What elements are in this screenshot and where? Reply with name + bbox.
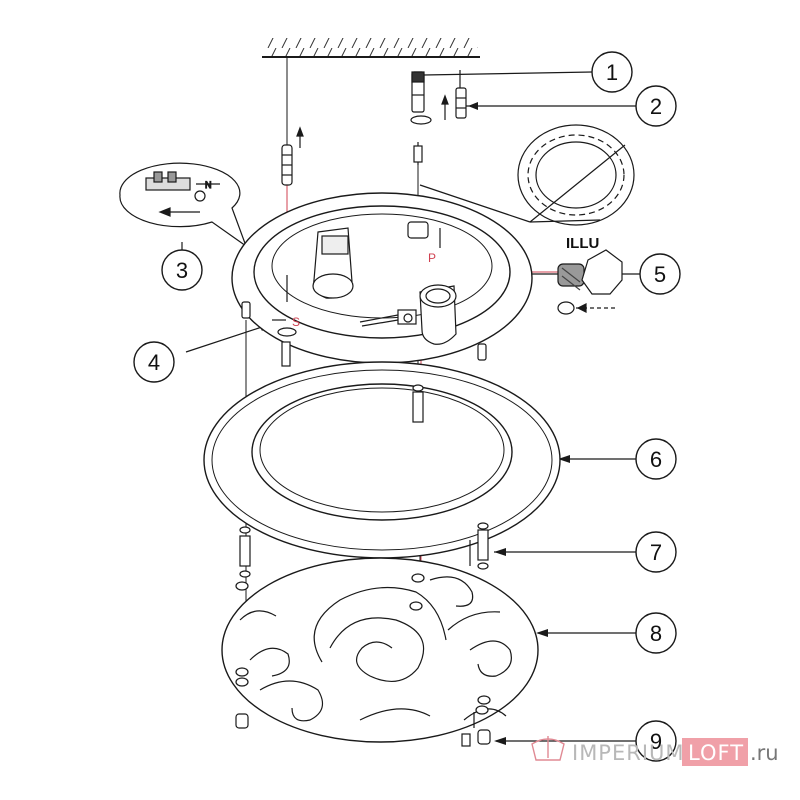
callout-5: 5 [639, 253, 681, 295]
callout-3-number: 3 [176, 258, 188, 283]
callout-5-number: 5 [654, 262, 666, 287]
ceiling-anchor-1 [410, 71, 432, 165]
glass-fittings [235, 573, 491, 715]
lamp-holder-right [407, 221, 457, 345]
watermark-crown-icon [531, 736, 565, 761]
connector-inset-bubble: N [119, 162, 248, 248]
small-bulb-part [557, 301, 618, 315]
callout-4: 4 [133, 341, 175, 383]
illu-label: ILLU [566, 235, 599, 252]
glass-swirl-pattern [239, 576, 512, 722]
diffuser-ring [203, 361, 561, 559]
ceiling [262, 38, 480, 58]
watermark-loft-box [682, 738, 748, 766]
base-plate-screws [241, 228, 487, 367]
callout-7-number: 7 [650, 540, 662, 565]
base-plate [231, 192, 533, 364]
ceiling-anchor-left [281, 126, 304, 186]
watermark-imperium: IMPERIUM [572, 741, 685, 765]
callout-9: 9 [635, 720, 677, 762]
callout-6: 6 [635, 438, 677, 480]
bulb-illustration [557, 249, 623, 295]
callout-9-number: 9 [650, 729, 662, 754]
watermark: IMPERIUM LOFT .ru [531, 736, 779, 766]
decorative-glass [221, 557, 539, 743]
spacer-left [239, 526, 251, 578]
ceiling-anchor-2 [441, 70, 467, 120]
callout-6-number: 6 [650, 447, 662, 472]
lamp-holder-left [312, 227, 354, 299]
callout-8-number: 8 [650, 621, 662, 646]
finial-screws [235, 712, 491, 747]
callout-1: 1 [591, 51, 633, 93]
wire-label-p: P [428, 251, 436, 265]
connector-block [359, 309, 417, 327]
ring-spacer [412, 384, 424, 423]
callout-2-number: 2 [650, 94, 662, 119]
callout-2: 2 [635, 85, 677, 127]
leader-lines [181, 71, 640, 742]
wire-label-s: S [292, 315, 300, 329]
callout-8: 8 [635, 612, 677, 654]
inset-n-label: N [205, 180, 212, 190]
terminal-ring-inset [517, 124, 635, 226]
spacer-right [469, 522, 489, 570]
callout-1-number: 1 [606, 60, 618, 85]
watermark-ru: .ru [750, 741, 779, 765]
watermark-loft: LOFT [688, 741, 744, 765]
callout-4-number: 4 [148, 350, 160, 375]
callout-7: 7 [635, 531, 677, 573]
callout-3: 3 [161, 249, 203, 291]
